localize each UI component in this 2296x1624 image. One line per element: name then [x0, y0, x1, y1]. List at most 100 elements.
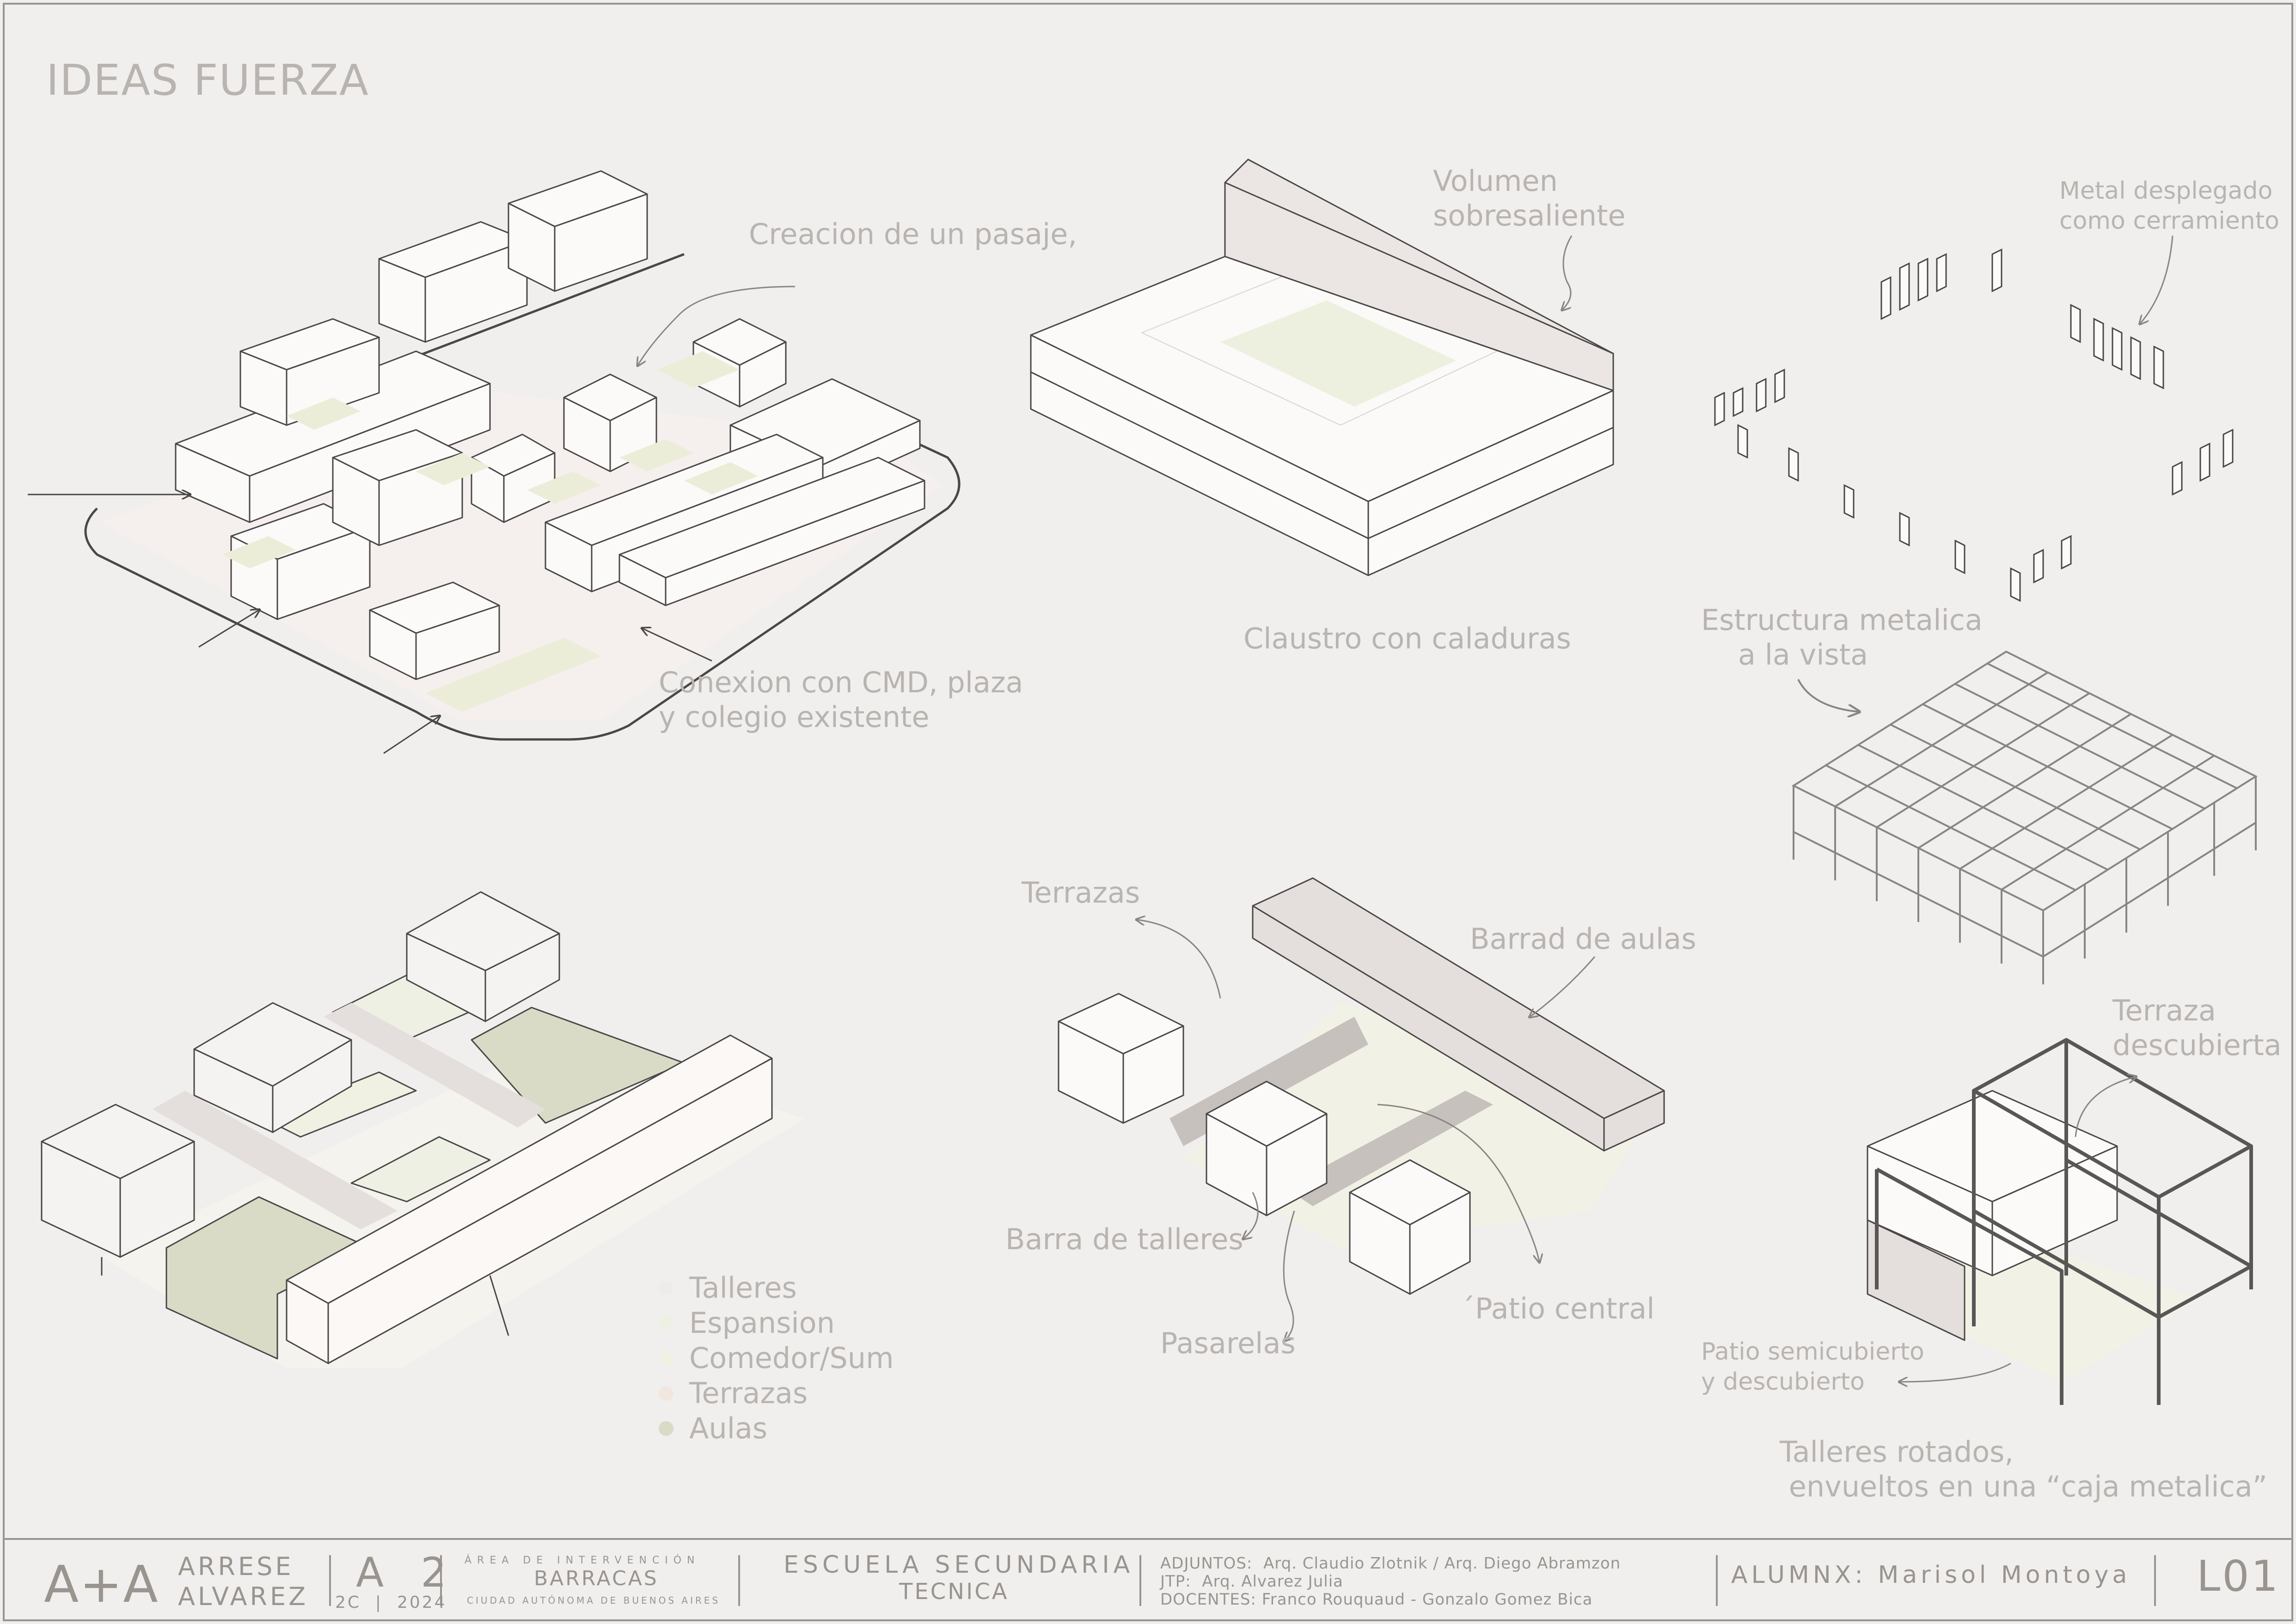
legend-swatch [659, 1386, 673, 1401]
legend-item-talleres: Talleres [659, 1271, 797, 1305]
legend-label: Talleres [689, 1271, 797, 1305]
legend-label: Terrazas [689, 1376, 808, 1410]
aulas-patch-2 [165, 1196, 371, 1360]
legend-item-aulas: Aulas [659, 1411, 767, 1445]
label-pasarelas: Pasarelas [1160, 1326, 1296, 1360]
label-terraza-desc-1: Terraza [2112, 994, 2216, 1027]
green-patches [222, 351, 758, 712]
panel-row-back-right [2070, 304, 2164, 390]
legend-label: Aulas [689, 1411, 768, 1445]
metal-structure-diagram [1791, 650, 2258, 984]
sheet-border [3, 3, 2293, 1621]
area-city: CIUDAD AUTÓNOMA DE BUENOS AIRES [467, 1595, 721, 1606]
taller-box-c [1349, 1159, 1471, 1295]
chair-name-2: ALVAREZ [178, 1582, 309, 1611]
arrow-entry-southwest [198, 610, 259, 648]
taller-box-b [1206, 1081, 1328, 1216]
rotated-taller [1867, 1090, 2118, 1276]
project-title-2: TECNICA [899, 1579, 1009, 1605]
label-pasaje: Creacion de un pasaje, [749, 217, 1078, 251]
label-patio-central: ´Patio central [1461, 1292, 1655, 1325]
metal-mesh-diagram [1714, 235, 2234, 602]
legend-swatch [659, 1350, 673, 1366]
arrow-entry-south [383, 716, 439, 754]
separator [440, 1555, 442, 1606]
arrow-talleres [1243, 1192, 1259, 1239]
legend-item-comedor: Comedor/Sum [659, 1341, 894, 1375]
taller-box-1 [41, 1104, 195, 1258]
separator [1139, 1555, 1141, 1606]
grid-lines-2 [1834, 672, 2215, 891]
arrow-pasaje [638, 286, 796, 365]
page-title: IDEAS FUERZA [46, 55, 369, 105]
arrow-metal [2140, 235, 2174, 324]
label-conexion-2: y colegio existente [659, 700, 930, 734]
lower-taller-side [1867, 1219, 1965, 1341]
legend-label: Espansion [689, 1306, 835, 1340]
metal-frame [1875, 1038, 2253, 1405]
project-title-1: ESCUELA SECUNDARIA [784, 1551, 1134, 1579]
urban-context-diagram [28, 170, 961, 754]
cloister-volume-diagram [1030, 159, 1614, 576]
legend-item-espansion: Espansion [659, 1306, 835, 1340]
legend-swatch [659, 1280, 673, 1295]
school-blocks [471, 318, 925, 606]
arrow-terraza-desc [2075, 1077, 2136, 1137]
label-metal-1: Metal desplegado [2059, 177, 2273, 205]
arrow-patio [1377, 1104, 1539, 1262]
student-name: ALUMNX: Marisol Montoya [1731, 1561, 2131, 1589]
panel-row-right [2033, 428, 2234, 584]
chair-name-1: ARRESE [178, 1552, 294, 1581]
legend-item-terrazas: Terrazas [659, 1376, 808, 1410]
panel-row-back-left [1880, 248, 2002, 320]
course-term: 2C | 2024 [335, 1593, 447, 1612]
label-barra-talleres: Barra de talleres [1005, 1222, 1243, 1256]
title-block: A+A ARRESE ALVAREZ A 2 2C | 2024 ÁREA DE… [0, 1539, 2296, 1624]
panel-row-left [1714, 368, 1785, 427]
arrow-volumen [1562, 235, 1573, 310]
pasaje-strip-1 [153, 1091, 398, 1229]
bars-patio-diagram [1058, 877, 1665, 1340]
aulas-bar-long [1252, 877, 1665, 1152]
label-claustro: Claustro con caladuras [1243, 622, 1571, 655]
jtp: JTP: Arq. Alvarez Julia [1160, 1572, 1343, 1591]
label-volumen-1: Volumen [1433, 164, 1558, 198]
sheet-number: L01 [2197, 1551, 2280, 1601]
label-talleres-rot-1: Talleres rotados, [1780, 1435, 2014, 1469]
separator [1716, 1555, 1718, 1606]
label-patio-semi-1: Patio semicubierto [1701, 1338, 1924, 1366]
label-patio-semi-2: y descubierto [1701, 1368, 1865, 1396]
aulas-bar [286, 1034, 773, 1364]
columns [1793, 776, 2257, 984]
grid-mid [1793, 822, 2257, 958]
cloister-floor-line [1030, 371, 1614, 539]
label-volumen-2: sobresaliente [1433, 199, 1626, 232]
pasaje-strip-2 [324, 1003, 545, 1128]
legend-swatch [659, 1315, 673, 1331]
panel-row-front [1737, 424, 2021, 602]
volumen-bar-edge [1225, 182, 1614, 354]
label-talleres-rot-2: envueltos en una “caja metalica” [1780, 1470, 2267, 1503]
adjuntos: ADJUNTOS: Arq. Claudio Zlotnik / Arq. Di… [1160, 1554, 1621, 1573]
legend-swatch [659, 1421, 673, 1436]
arrow-entry-east [643, 629, 712, 662]
course-code: A 2 [356, 1549, 459, 1596]
separator [2154, 1555, 2156, 1606]
separator [329, 1555, 331, 1606]
area-title: ÁREA DE INTERVENCIÓN [465, 1555, 700, 1566]
separator [738, 1555, 740, 1606]
label-terraza-desc-2: descubierta [2112, 1028, 2282, 1062]
logo: A+A [44, 1555, 159, 1614]
label-estructura-1: Estructura metalica [1701, 603, 1983, 637]
area-name: BARRACAS [534, 1567, 659, 1590]
arrow-pasarelas [1284, 1210, 1295, 1340]
label-terrazas: Terrazas [1022, 876, 1140, 910]
patio-courtyard [1220, 300, 1456, 407]
arrow-estructura [1797, 679, 1858, 712]
label-estructura-2: a la vista [1738, 638, 1868, 672]
program-diagram [41, 891, 804, 1368]
docentes: DOCENTES: Franco Rouquaud - Gonzalo Gome… [1160, 1590, 1593, 1609]
arrow-patio-semi [1900, 1362, 2011, 1382]
arrow-aulas [1530, 956, 1596, 1017]
